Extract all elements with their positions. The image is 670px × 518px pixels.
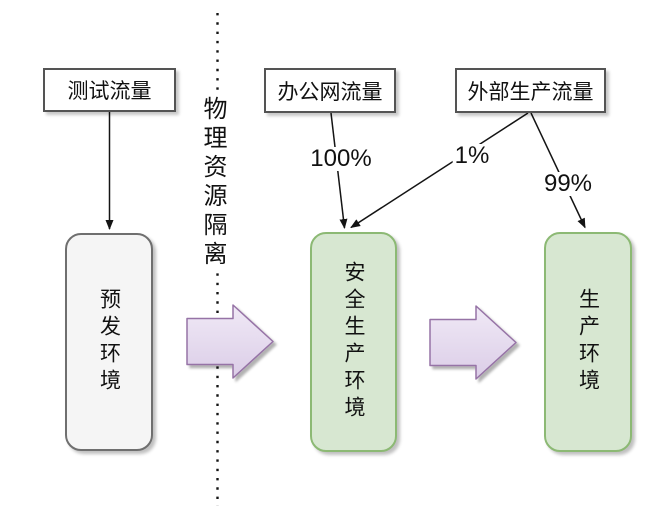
node-safe-production-env: 安全生产环境 [310, 232, 397, 452]
node-test-traffic-label: 测试流量 [67, 80, 152, 103]
node-staging-env: 预发环境 [65, 233, 153, 451]
stage-flow-arrow-icon [429, 305, 517, 380]
node-test-traffic: 测试流量 [43, 68, 176, 112]
edge-label-99pct: 99% [541, 170, 595, 197]
stage-flow-arrow-icon [186, 304, 274, 379]
node-office-traffic-label: 办公网流量 [277, 80, 383, 104]
node-office-traffic: 办公网流量 [264, 68, 396, 113]
node-safe-production-env-label: 安全生产环境 [342, 261, 365, 423]
physical-isolation-caption: 物理资源隔离 [199, 93, 226, 273]
edge-external-to-safeprod [350, 112, 529, 229]
node-staging-env-label: 预发环境 [97, 288, 121, 396]
edge-label-100pct: 100% [308, 145, 374, 172]
node-external-prod-traffic-label: 外部生产流量 [467, 80, 594, 104]
node-production-env: 生产环境 [544, 232, 632, 452]
node-external-prod-traffic: 外部生产流量 [455, 68, 606, 113]
edge-label-1pct: 1% [452, 142, 492, 169]
node-production-env-label: 生产环境 [576, 288, 600, 396]
edge-external-to-prod [530, 112, 586, 229]
